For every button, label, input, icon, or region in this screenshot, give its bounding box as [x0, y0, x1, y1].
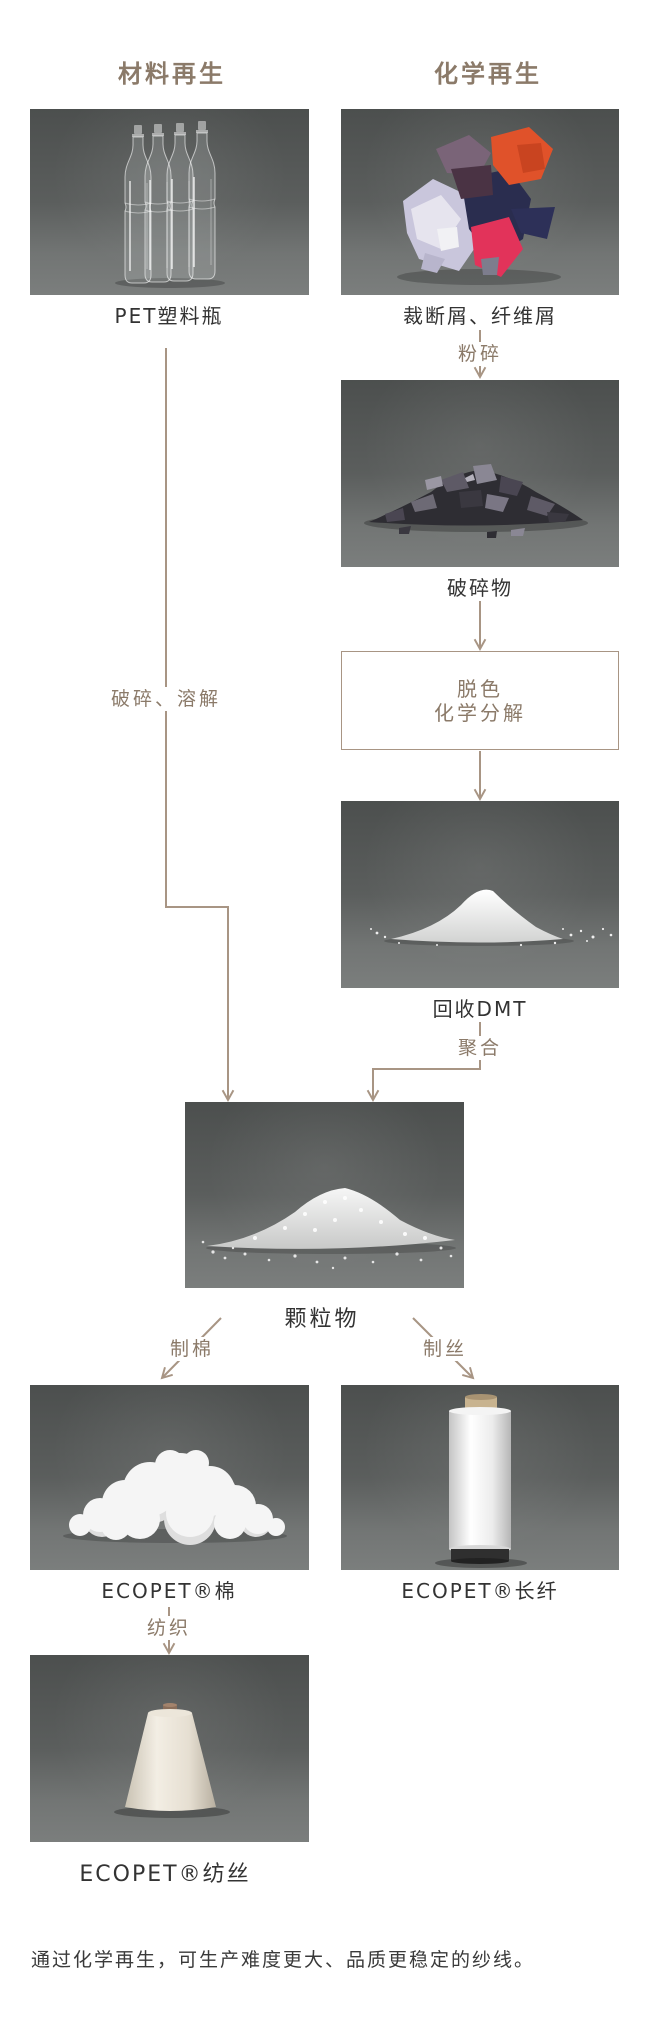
- label-fabric-scraps: 裁断屑、纤维屑: [403, 304, 557, 328]
- footnote: 通过化学再生，可生产难度更大、品质更稳定的纱线。: [31, 1949, 536, 1971]
- label-ecopet-filament: ECOPET®长纤: [401, 1579, 559, 1603]
- process-box-line2: 化学分解: [434, 700, 526, 725]
- step-label-make-filament-text: 制丝: [419, 1337, 470, 1361]
- process-box-decolor-decompose: 脱色 化学分解: [341, 651, 619, 750]
- label-granules: 颗粒物: [284, 1307, 360, 1332]
- label-recycled-dmt: 回收DMT: [432, 997, 528, 1021]
- step-label-spinning: 纺织: [69, 1615, 269, 1641]
- granules-texture: [253, 1196, 427, 1240]
- step-label-make-cotton: 制棉: [92, 1336, 292, 1362]
- fabric-pile: [403, 127, 555, 277]
- label-ecopet-cotton: ECOPET®棉: [101, 1579, 237, 1603]
- dmt-scattered-crystals: [370, 927, 613, 947]
- cone-yarn: [125, 1709, 216, 1811]
- pet-bottles-photo: [30, 109, 309, 295]
- header-material-recycling: 材料再生: [118, 60, 226, 88]
- dmt-powder-pile: [391, 889, 563, 943]
- ecopet-spun-yarn-cone-photo: [30, 1655, 309, 1842]
- step-label-make-filament: 制丝: [345, 1336, 545, 1362]
- step-label-spinning-text: 纺织: [143, 1616, 194, 1640]
- spool-yarn: [449, 1407, 511, 1553]
- flow-arrow-material-path: [165, 348, 235, 1103]
- granules-photo: [185, 1102, 464, 1288]
- fabric-scraps-photo: [341, 109, 619, 295]
- step-label-polymerize-text: 聚合: [454, 1036, 505, 1060]
- step-label-polymerize: 聚合: [380, 1035, 580, 1061]
- step-label-crush-dissolve-text: 破碎、溶解: [107, 687, 224, 711]
- ecopet-cotton-photo: [30, 1385, 309, 1570]
- granules-pile: [207, 1188, 455, 1249]
- spool-base: [451, 1549, 509, 1564]
- ecopet-filament-spool-photo: [341, 1385, 619, 1570]
- recycled-dmt-photo: [341, 801, 619, 988]
- bottle: [124, 124, 152, 284]
- label-crushed-material: 破碎物: [447, 576, 513, 600]
- granules-scattered: [201, 1240, 453, 1270]
- flow-arrow-polymerize: [366, 1022, 481, 1103]
- step-label-crush-dissolve: 破碎、溶解: [66, 686, 266, 712]
- step-label-crush: 粉碎: [380, 341, 580, 367]
- step-label-make-cotton-text: 制棉: [166, 1337, 217, 1361]
- cotton-fluff: [69, 1450, 285, 1545]
- scraps-shadow: [397, 269, 561, 285]
- label-pet-bottles: PET塑料瓶: [114, 304, 224, 328]
- crushed-pile: [369, 464, 583, 538]
- header-chemical-recycling: 化学再生: [434, 60, 542, 88]
- label-ecopet-spun-yarn: ECOPET®纺丝: [79, 1862, 251, 1887]
- step-label-crush-text: 粉碎: [454, 342, 505, 366]
- process-box-line1: 脱色: [457, 676, 503, 701]
- crushed-material-photo: [341, 380, 619, 567]
